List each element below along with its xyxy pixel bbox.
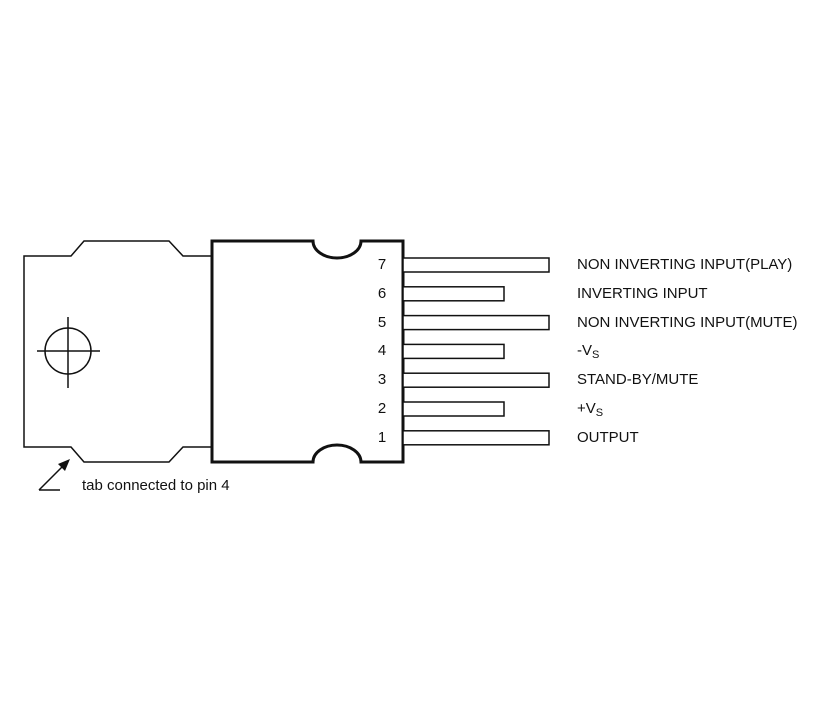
pin-3-lead (402, 372, 550, 388)
package-body (210, 239, 405, 464)
pin-6-lead (402, 286, 505, 302)
pin-label-text: INVERTING INPUT (577, 284, 708, 302)
pin-7-lead (402, 257, 550, 273)
pin-6-label: INVERTING INPUT (577, 285, 708, 303)
pin-number: 5 (377, 313, 387, 331)
pin-number: 7 (377, 256, 387, 273)
pin-3-label: STAND-BY/MUTE (577, 371, 698, 389)
pin-label-text: NON INVERTING INPUT(PLAY) (577, 256, 793, 273)
pin-number: 6 (377, 284, 387, 302)
pin-label-text: -V (577, 342, 592, 360)
pin-label-text: NON INVERTING INPUT(MUTE) (577, 313, 798, 331)
pin-1-label: OUTPUT (577, 429, 639, 447)
heatsink-tab (23, 240, 212, 463)
pin-1-lead (402, 430, 550, 446)
pin-number: 3 (377, 371, 387, 389)
tab-connection-note: tab connected to pin 4 (82, 477, 230, 494)
pin-label-text: +V (577, 400, 596, 417)
pin-4-label: -VS (577, 342, 600, 362)
pin-number: 2 (377, 400, 387, 417)
pin-2-label: +VS (577, 400, 604, 419)
pin-number: 1 (377, 428, 387, 446)
pin-label-text: OUTPUT (577, 428, 639, 446)
mounting-hole-icon (37, 317, 100, 388)
pin-label-subscript: S (595, 407, 604, 419)
pin-4-lead (402, 343, 505, 360)
pin-2-lead (402, 401, 505, 417)
pin-label-text: STAND-BY/MUTE (577, 371, 699, 389)
pin-number: 4 (377, 342, 387, 360)
pin-5-label: NON INVERTING INPUT(MUTE) (577, 314, 798, 332)
pin-label-subscript: S (592, 349, 600, 362)
pin-7-label: NON INVERTING INPUT(PLAY) (577, 256, 792, 274)
tab-pointer-arrow (38, 459, 70, 491)
pin-5-lead (402, 314, 550, 331)
